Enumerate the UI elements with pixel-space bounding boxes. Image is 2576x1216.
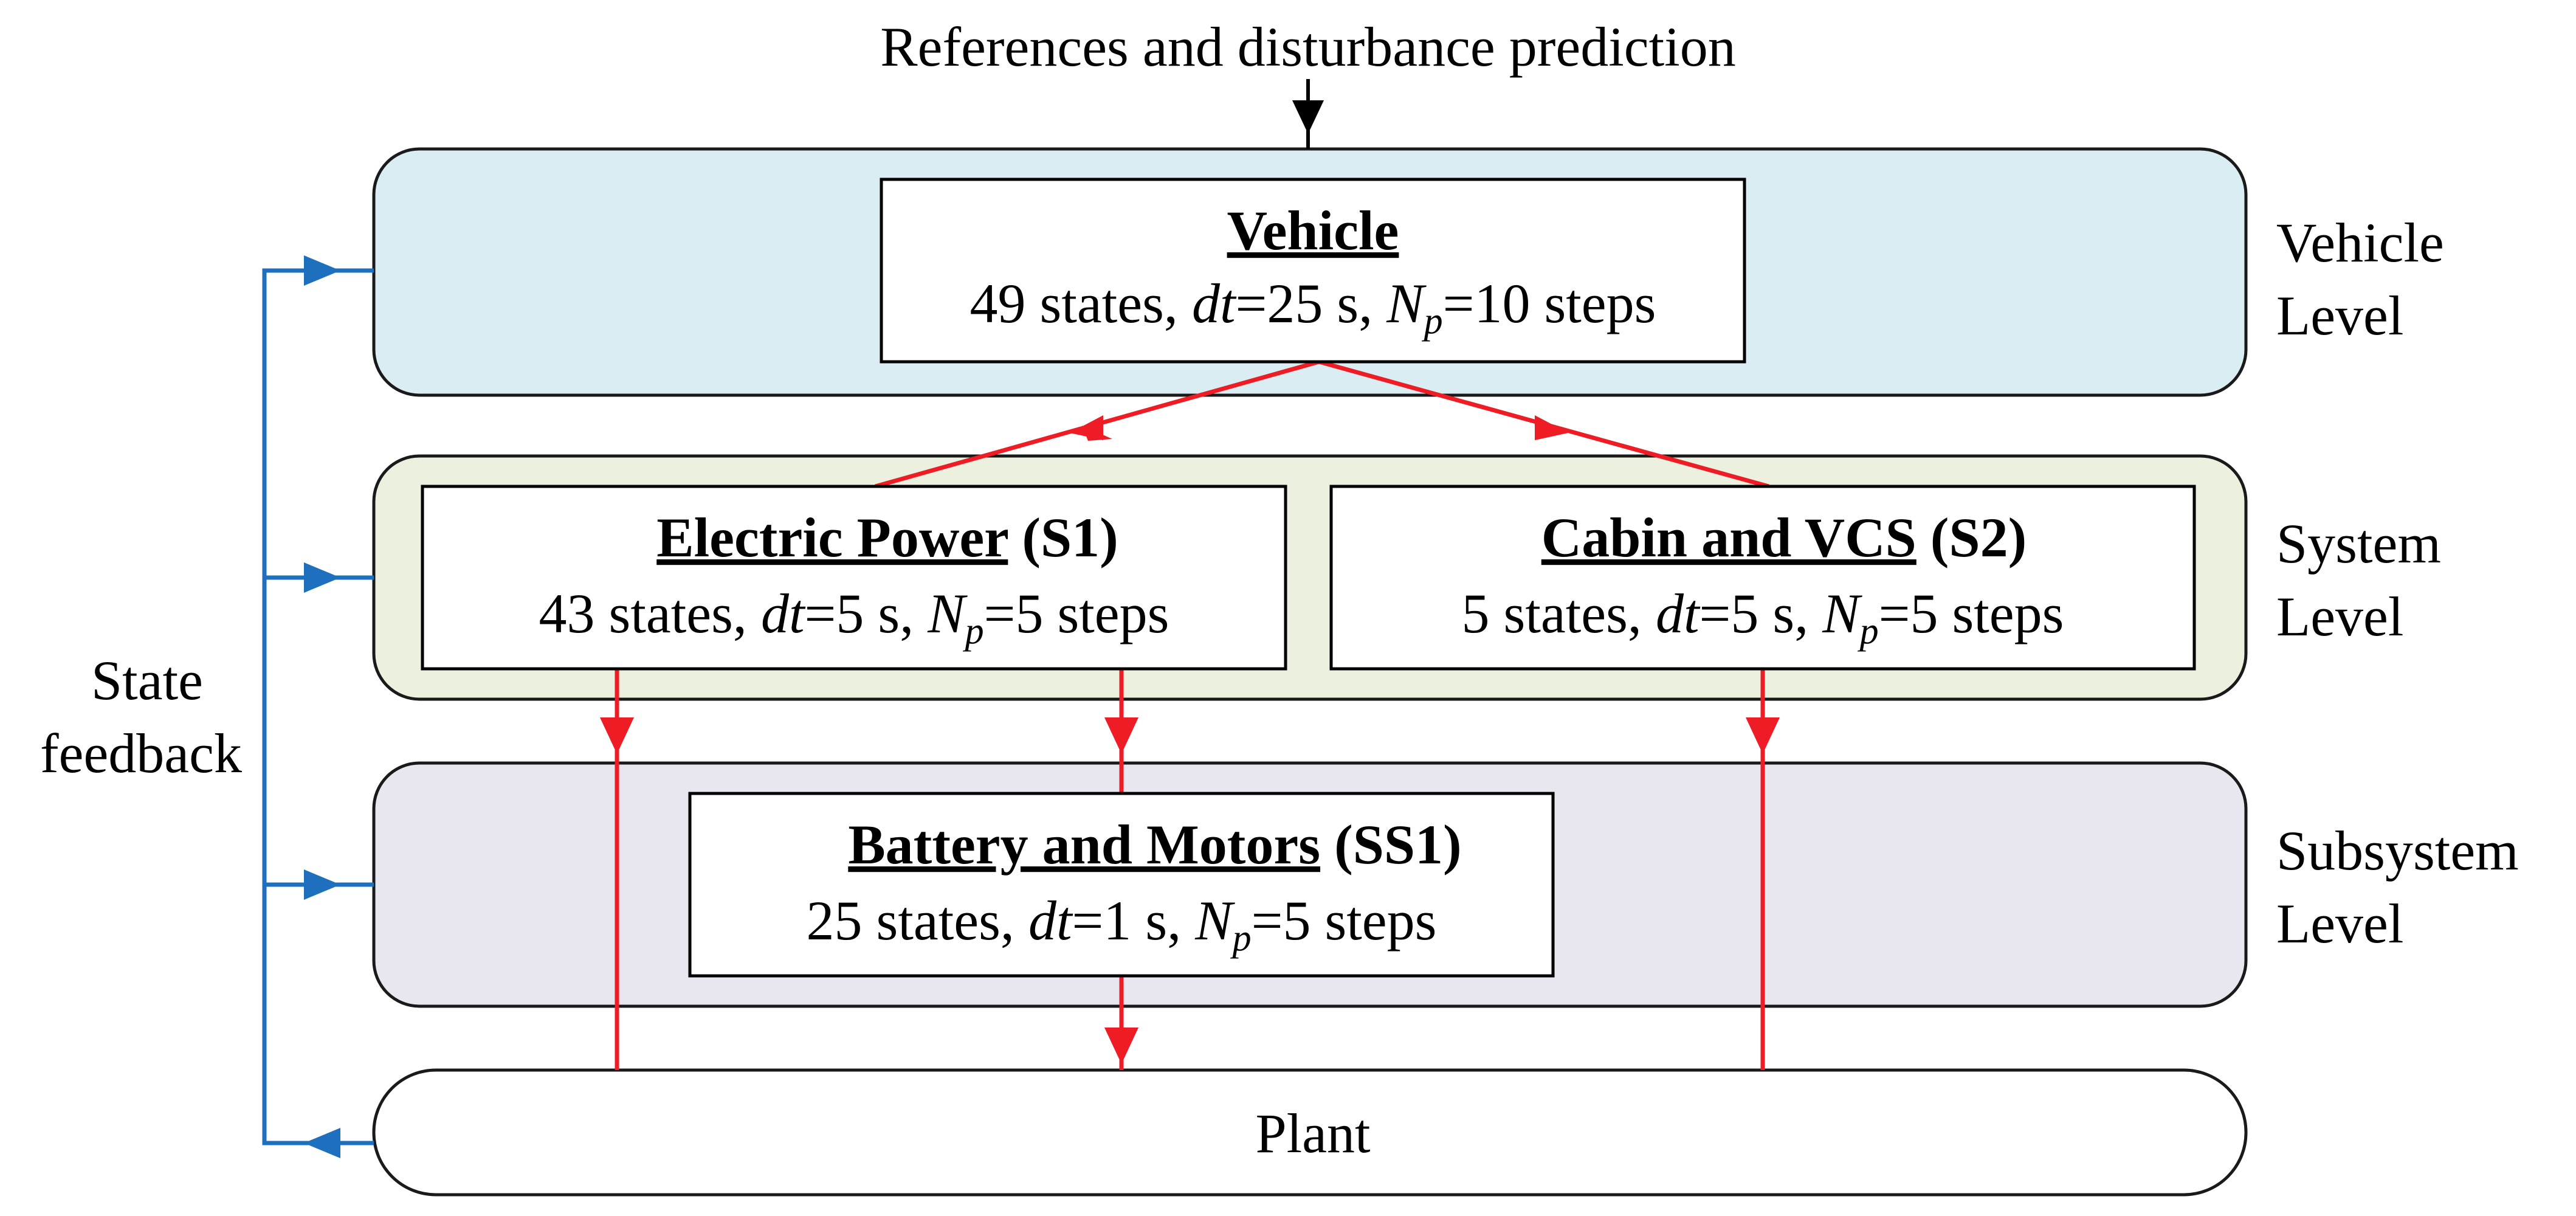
electric-power-controller-name: Electric Power (S1) [656, 506, 1118, 568]
subsystem-level-label: Subsystem [2276, 820, 2519, 882]
reference-input-label: References and disturbance prediction [880, 16, 1736, 78]
electric-power-controller-params: 43 states, dt=5 s, Np=5 steps [539, 582, 1169, 652]
signal-arrowhead-ep-left [600, 717, 634, 754]
signal-arrowhead-ep-right [1104, 717, 1138, 754]
cabin-vcs-controller-params: 5 states, dt=5 s, Np=5 steps [1462, 582, 2064, 652]
state-feedback-lines [262, 268, 374, 1145]
electric-power-controller-box [421, 485, 1287, 671]
subsystem-level-label-2: Level [2276, 893, 2403, 955]
feedback-arrowhead-plant [304, 1128, 340, 1158]
system-level-label-2: Level [2276, 586, 2403, 648]
vehicle-level-label: Vehicle [2276, 212, 2444, 274]
feedback-arrowhead-subsystem [304, 869, 340, 900]
reference-input-arrowhead [1292, 100, 1324, 134]
cabin-vcs-controller-name: Cabin and VCS (S2) [1541, 506, 2027, 568]
vehicle-controller-params: 49 states, dt=25 s, Np=10 steps [970, 272, 1656, 342]
feedback-arrowhead-system [304, 562, 340, 593]
plant-band [372, 1068, 2248, 1197]
cabin-vcs-controller-box [1329, 485, 2196, 671]
system-level-label: System [2276, 513, 2441, 575]
battery-motors-controller-params: 25 states, dt=1 s, Np=5 steps [807, 890, 1437, 959]
signal-arrowhead-battery [1104, 1028, 1138, 1064]
battery-motors-controller-name: Battery and Motors (SS1) [848, 814, 1461, 876]
state-feedback-label-2: feedback [40, 722, 242, 784]
signal-arrowhead-left [1070, 415, 1103, 440]
plant-label: Plant [1255, 1102, 1371, 1164]
state-feedback-label: State [91, 649, 203, 711]
vehicle-controller-box [880, 178, 1746, 364]
battery-motors-controller-box [688, 792, 1555, 978]
signal-arrowhead-cabin [1746, 717, 1780, 754]
signal-arrowhead-right [1535, 415, 1568, 440]
vehicle-level-label-2: Level [2276, 285, 2403, 347]
feedback-arrowhead-vehicle [304, 255, 340, 286]
vehicle-controller-name: Vehicle [1227, 199, 1399, 261]
